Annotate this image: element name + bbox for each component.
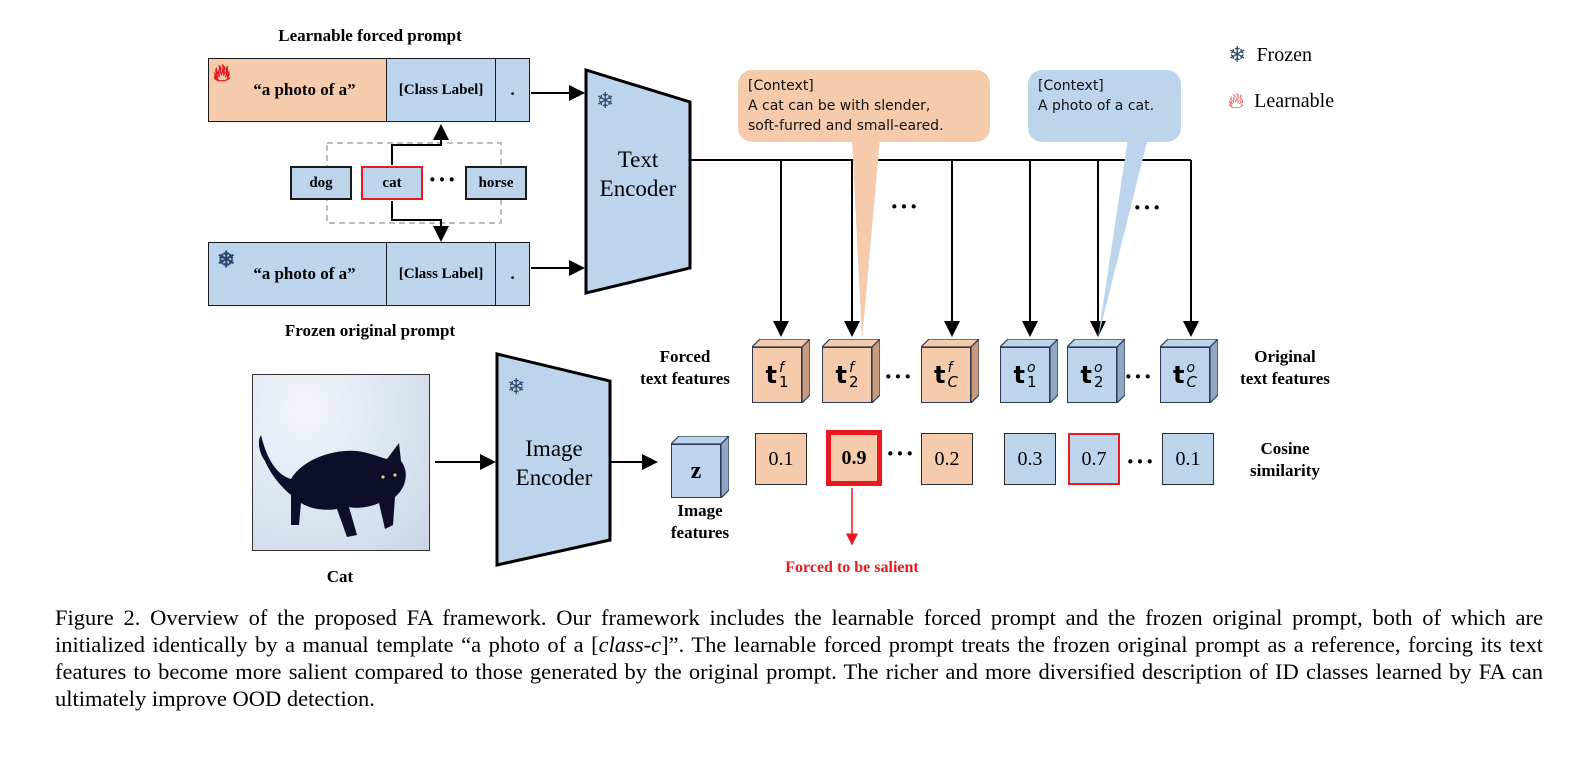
image-features-label: Image features [670,501,730,542]
legend-frozen: ❄ Frozen [1228,42,1312,68]
text-encoder-shape [584,67,692,295]
frozen-prompt-title: Frozen original prompt [284,321,456,340]
learnable-period: . [495,59,529,121]
figure-caption: Figure 2. Overview of the proposed FA fr… [55,604,1543,712]
flame-icon: 🔥︎ [1228,88,1245,113]
learnable-prompt-text: “a photo of a” [253,80,356,99]
class-cat: cat [361,166,423,200]
image-encoder-shape [495,352,612,567]
image-encoder-label: Image Encoder [515,436,593,490]
learnable-class-label: [Class Label] [385,59,496,121]
forced-salient-note: Forced to be salient [785,559,919,576]
connector-lines [326,67,1199,567]
forced-similarity-1: 0.1 [755,433,807,485]
forced-features-ellipsis: ··· [884,362,914,391]
cosine-similarity-label: Cosine similarity [1250,439,1320,480]
learnable-prompt: 🔥︎ “a photo of a” [Class Label] . [208,58,530,122]
cat-silhouette [258,435,406,537]
figure: ❄ Frozen 🔥︎ Learnable Learnable forced p… [208,26,1334,586]
snowflake-icon: ❄ [596,88,615,113]
frozen-period: . [495,243,529,305]
frozen-prompt: ❄ “a photo of a” [Class Label] . [208,242,530,306]
forced-similarity-3: 0.2 [921,433,973,485]
caption-suffix: ]”. The learnable forced prompt treats t… [55,632,1543,711]
class-dog: dog [290,166,352,200]
bubble-tail-forced [852,138,880,340]
text-encoder-label: Text Encoder [599,147,677,201]
legend-frozen-label: Frozen [1256,43,1312,66]
class-ellipsis: ··· [428,165,458,194]
image-feature-z: z [671,436,729,498]
cat-image [252,374,430,551]
snowflake-icon: ❄ [1228,42,1247,67]
original-similarity-3: 0.1 [1162,433,1214,485]
forced-branch-ellipsis: ··· [890,192,920,221]
caption-italic: class-c [598,632,662,657]
forced-similarity-2: 0.9 [826,430,882,486]
caption-prefix: Figure 2. Overview of the proposed FA fr… [55,605,1543,657]
frozen-class-label: [Class Label] [385,243,496,305]
original-similarity-2: 0.7 [1068,433,1120,485]
class-horse: horse [465,166,527,200]
frozen-prompt-text: “a photo of a” [253,264,356,283]
original-features-ellipsis: ··· [1124,362,1154,391]
image-feature-z-label: z [671,444,721,498]
legend-learnable-label: Learnable [1254,89,1335,112]
context-bubble-original: [Context] A photo of a cat. [1028,70,1181,142]
forced-sim-ellipsis: ··· [886,439,916,468]
snowflake-icon: ❄ [217,247,236,272]
snowflake-icon: ❄ [507,374,526,399]
bubble-tail-original [1098,138,1148,338]
frozen-prompt-text-segment: ❄ “a photo of a” [209,243,386,305]
original-features-label: Original text features [1240,347,1330,388]
legend-learnable: 🔥︎ Learnable [1228,88,1334,114]
cat-image-caption: Cat [326,567,354,586]
original-branch-ellipsis: ··· [1133,193,1163,222]
original-sim-ellipsis: ··· [1126,447,1156,476]
original-similarity-1: 0.3 [1004,433,1056,485]
context-bubble-forced: [Context] A cat can be with slender, sof… [738,70,990,142]
learnable-prompt-title: Learnable forced prompt [278,26,462,45]
flame-icon: 🔥︎ [213,61,231,87]
forced-features-label: Forced text features [640,347,730,388]
learnable-prompt-text-segment: 🔥︎ “a photo of a” [209,59,386,121]
